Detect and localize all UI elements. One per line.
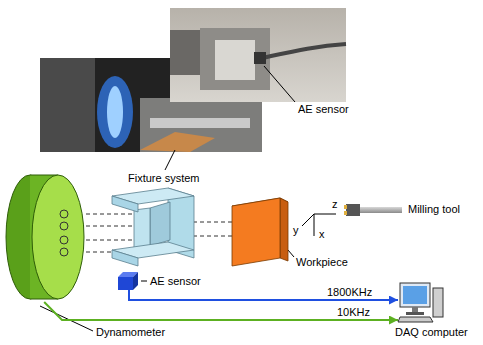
signal-connector (44, 302, 398, 320)
milling-tool-drawing (344, 204, 402, 216)
ae-sensor-symbol (118, 277, 133, 290)
machine-photo (150, 118, 250, 128)
leader-line (141, 281, 147, 282)
dashed-link (86, 226, 134, 227)
part-label: y (293, 224, 299, 237)
fixture-drawing (134, 208, 150, 248)
node-label: Dynamometer (96, 326, 165, 339)
daq-computer: DAQ computer (398, 282, 444, 324)
signal-label: 10KHz (335, 306, 372, 319)
dynamometer-symbol (4, 172, 86, 302)
dynamometer-symbol (32, 175, 84, 299)
daq-computer-symbol (406, 312, 424, 315)
daq-computer-symbol (400, 283, 430, 307)
leader-line (40, 306, 93, 331)
leader-line (264, 66, 295, 102)
daq-computer-symbol (412, 307, 418, 312)
dynamometer-symbol (60, 236, 68, 244)
machine-photo (140, 132, 215, 152)
dashed-link (86, 214, 134, 215)
node-label: DAQ computer (395, 326, 468, 339)
daq-computer-symbol (398, 282, 444, 324)
axis-symbol (302, 214, 314, 226)
sensor-photo (215, 40, 255, 80)
ae-sensor-symbol (118, 272, 140, 290)
fixture-drawing (112, 196, 138, 212)
sensor-photo (170, 30, 200, 75)
milling-tool-drawing (344, 211, 347, 215)
workpiece-drawing (280, 198, 288, 261)
signal-label: 1800KHz (325, 286, 374, 299)
dynamometer-symbol (60, 210, 68, 218)
sensor-photo (170, 8, 346, 102)
fixture-drawing (112, 188, 194, 266)
fixture-drawing (112, 250, 138, 266)
leader-line (165, 150, 175, 170)
milling-tool-drawing (346, 204, 360, 216)
part-label: Workpiece (296, 256, 348, 269)
machine-photo (140, 98, 262, 152)
milling-tool-drawing (360, 207, 402, 213)
part-label: Fixture system (128, 172, 200, 185)
machine-photo (40, 58, 95, 152)
part-label: Milling tool (408, 203, 460, 216)
dashed-link (86, 240, 134, 241)
ae-sensor-symbol (133, 272, 138, 290)
machine-photo (97, 76, 133, 148)
sensor-photo (200, 28, 270, 90)
node-label: AE sensor (150, 275, 201, 288)
daq-computer-symbol (398, 317, 433, 322)
dynamometer-symbol (60, 248, 68, 256)
machine-photo (107, 86, 123, 138)
daq-computer-symbol (403, 286, 427, 304)
leader-line (288, 250, 294, 257)
ae-sensor: AE sensor (118, 272, 140, 290)
sensor-photo (254, 52, 266, 64)
sensor-photo (262, 44, 346, 58)
workpiece-drawing (232, 198, 288, 266)
milling-tool-drawing (344, 205, 347, 209)
part-label: AE sensor (298, 103, 349, 116)
daq-computer-symbol (433, 288, 443, 317)
axis-symbol (314, 214, 336, 215)
sensor-photo (170, 8, 346, 102)
workpiece-drawing (232, 198, 280, 266)
dynamometer: Dynamometer (4, 172, 86, 302)
fixture-drawing (150, 202, 170, 246)
axis-symbol (314, 214, 315, 236)
part-label: x (319, 228, 325, 241)
part-label: z (332, 198, 338, 211)
dynamometer-symbol (60, 222, 68, 230)
